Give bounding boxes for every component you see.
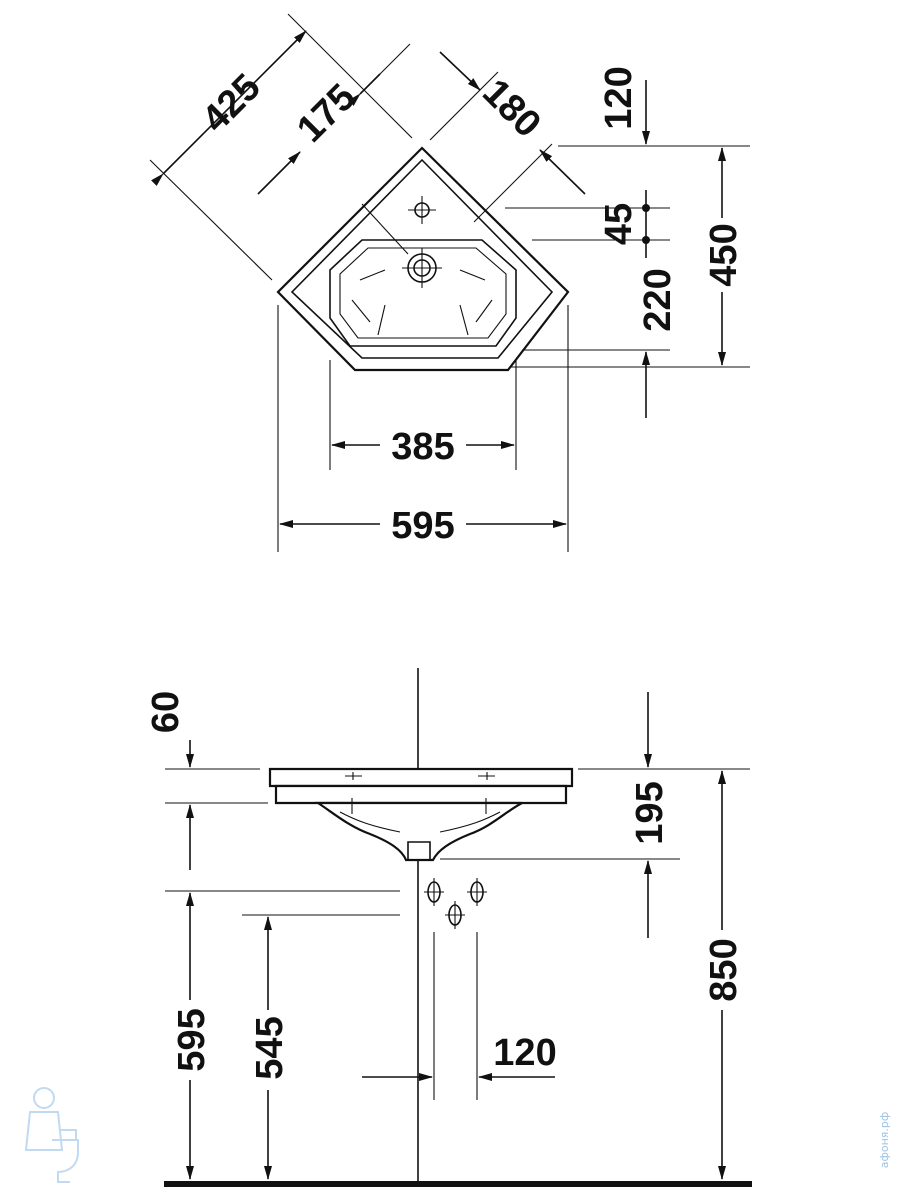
dim-175-line-b (347, 73, 381, 107)
pipe-connection-left (424, 878, 444, 906)
dim-180-line (439, 51, 481, 91)
dim-120-side-label: 120 (493, 1032, 556, 1074)
dim-180-line-b (539, 149, 586, 195)
dim-60-label: 60 (145, 691, 187, 733)
dim-450-label: 450 (703, 223, 745, 286)
side-extension-lines (165, 768, 750, 916)
basin-top-rim (290, 158, 554, 359)
dim-595-label: 595 (391, 505, 454, 547)
dim-385-label: 385 (391, 426, 454, 468)
dim-850-label: 850 (703, 938, 745, 1001)
diagonal-extension-lines (149, 13, 553, 281)
dim-545-label: 545 (249, 1016, 291, 1079)
tap-hole (408, 196, 436, 224)
basin-side-middle (274, 784, 568, 805)
top-view: 425 175 180 120 45 220 450 (149, 13, 750, 552)
fixing-marks (339, 772, 501, 833)
pipe-connection-drain (445, 901, 465, 929)
basin-side-bowl (314, 801, 523, 862)
bottom-extension-lines (277, 305, 569, 552)
dim-425-line (150, 30, 307, 187)
watermark-text: афоня.рф (878, 1112, 891, 1169)
basin-side-drain (407, 841, 431, 861)
bowl-ribs (351, 269, 493, 336)
dim-595-side-label: 595 (171, 1008, 213, 1071)
dim-175-line (257, 151, 301, 195)
dim-120-top-label: 120 (598, 66, 640, 129)
dim-425-label: 425 (194, 66, 269, 141)
dim-175-label: 175 (289, 76, 364, 151)
dim-195-label: 195 (629, 781, 671, 844)
dim-220-label: 220 (637, 268, 679, 331)
bowl-inner (339, 247, 507, 339)
side-view: 60 195 850 595 545 120 (145, 668, 752, 1187)
bowl-outline (329, 239, 517, 347)
dim-180-label: 180 (474, 71, 549, 146)
dim-45-label: 45 (598, 203, 640, 245)
dim-45-marks (642, 190, 650, 258)
pipe-connection-right (467, 878, 487, 906)
floor-line (164, 1181, 752, 1187)
watermark-logo (24, 1087, 79, 1183)
basin-top-outline (276, 146, 570, 372)
drain (402, 248, 442, 288)
supply-lines (433, 932, 478, 1100)
basin-side-top-slab (268, 767, 574, 788)
